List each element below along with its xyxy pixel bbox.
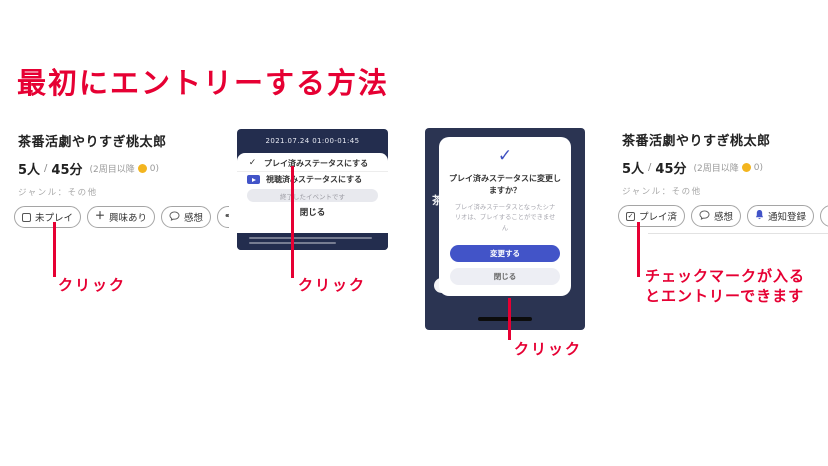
confirm-caption: プレイ済みステータスとなったシナリオは、プレイすることができません <box>454 203 556 233</box>
impression-button[interactable]: 感想 <box>691 205 742 227</box>
duration: 45分 <box>655 162 687 177</box>
notify-button[interactable]: 通知登録 <box>747 205 815 227</box>
replay-count: 0) <box>753 162 764 173</box>
plus-icon: ＋ <box>95 211 106 222</box>
sheet-close-button[interactable]: 閉じる <box>299 207 326 218</box>
share-button[interactable]: 共 <box>820 205 828 227</box>
blue-check-icon: ✓ <box>497 146 513 166</box>
unplayed-button[interactable]: 未プレイ <box>14 206 82 228</box>
share-button[interactable]: 共 <box>217 206 229 228</box>
scenario-title: 茶番活劇やりすぎ桃太郎 <box>622 134 771 149</box>
annotation-note-line1: チェックマークが入る <box>645 267 806 285</box>
players-count: 5人 <box>622 162 645 177</box>
unplayed-label: 未プレイ <box>35 213 74 224</box>
home-indicator <box>478 317 532 321</box>
scenario-meta: 5人 / 45分 (2周目以降 0) <box>14 159 229 178</box>
replay-note: (2周目以降 <box>89 165 135 175</box>
duration: 45分 <box>51 163 83 178</box>
annotation-click-2: クリック <box>298 276 367 294</box>
replay-count: 0) <box>149 163 160 174</box>
scenario-card-after: 茶番活劇やりすぎ桃太郎 5人 / 45分 (2周目以降 0) ジャンル：その他 … <box>618 130 828 227</box>
comment-icon <box>169 210 180 224</box>
annotation-line-1 <box>53 222 56 277</box>
status-bottom-sheet: ✓ プレイ済みステータスにする 視聴済みステータスにする 終了したイベントです … <box>237 153 388 233</box>
modal-close-button[interactable]: 閉じる <box>450 267 560 285</box>
notify-label: 通知登録 <box>768 212 807 223</box>
youtube-icon <box>247 175 260 184</box>
annotation-click-3: クリック <box>514 340 583 358</box>
played-button[interactable]: ✓ プレイ済 <box>618 205 686 227</box>
scenario-card-before: 茶番活劇やりすぎ桃太郎 5人 / 45分 (2周目以降 0) ジャンル：その他 … <box>14 131 229 228</box>
annotation-note: チェックマークが入る とエントリーできます <box>645 266 805 306</box>
genre-label: ジャンル：その他 <box>18 188 98 198</box>
card-divider <box>648 233 828 234</box>
genre-label: ジャンル：その他 <box>622 187 702 197</box>
comment-icon <box>699 209 710 223</box>
annotation-click-1: クリック <box>58 276 127 294</box>
ended-event-button: 終了したイベントです <box>247 189 378 202</box>
annotation-line-4 <box>637 222 640 277</box>
check-icon: ✓ <box>248 158 257 168</box>
checkbox-empty-icon <box>22 212 31 222</box>
background-scenario-text: 茶 <box>432 194 443 207</box>
bell-icon <box>755 209 764 223</box>
interested-label: 興味あり <box>109 213 148 224</box>
players-count: 5人 <box>18 163 41 178</box>
set-played-label: プレイ済みステータスにする <box>264 158 369 168</box>
change-status-button[interactable]: 変更する <box>450 244 560 262</box>
set-watched-label: 視聴済みステータスにする <box>266 175 363 184</box>
share-icon <box>225 210 229 224</box>
scenario-title: 茶番活劇やりすぎ桃太郎 <box>18 135 167 150</box>
set-played-status-option[interactable]: ✓ プレイ済みステータスにする <box>237 155 388 171</box>
annotation-line-3 <box>508 298 511 340</box>
action-buttons-row: ✓ プレイ済 感想 通知登録 共 <box>618 205 828 227</box>
event-datetime: 2021.07.24 01:00-01:45 <box>265 137 360 145</box>
status-sheet-screenshot: 2021.07.24 01:00-01:45 ✓ プレイ済みステータスにする 視… <box>237 129 388 250</box>
interested-button[interactable]: ＋ 興味あり <box>87 206 156 228</box>
impression-button[interactable]: 感想 <box>161 206 212 228</box>
confirm-title: プレイ済みステータスに変更しますか？ <box>449 174 561 196</box>
meta-separator: / <box>648 162 652 173</box>
confirm-dialog-screenshot: 茶 ✓ プレイ済みステータスに変更しますか？ プレイ済みステータスとなったシナリ… <box>425 128 585 330</box>
action-buttons-row: 未プレイ ＋ 興味あり 感想 共 <box>14 206 229 228</box>
footer-text-placeholder <box>249 237 372 239</box>
replay-note: (2周目以降 <box>693 164 739 174</box>
impression-label: 感想 <box>184 213 204 224</box>
set-watched-status-option[interactable]: 視聴済みステータスにする <box>237 171 388 187</box>
impression-label: 感想 <box>714 212 734 223</box>
annotation-note-line2: とエントリーできます <box>645 287 805 305</box>
annotation-line-2 <box>291 166 294 278</box>
played-label: プレイ済 <box>639 212 678 223</box>
check-glyph: ✓ <box>627 211 634 220</box>
page-title: 最初にエントリーする方法 <box>17 66 390 100</box>
meta-separator: / <box>44 163 48 174</box>
checkbox-checked-icon: ✓ <box>626 211 635 221</box>
sheet-footer <box>237 237 388 250</box>
scenario-meta: 5人 / 45分 (2周目以降 0) <box>618 158 828 177</box>
coin-icon <box>137 164 147 173</box>
coin-icon <box>741 163 751 172</box>
confirm-modal: ✓ プレイ済みステータスに変更しますか？ プレイ済みステータスとなったシナリオは… <box>439 137 571 296</box>
